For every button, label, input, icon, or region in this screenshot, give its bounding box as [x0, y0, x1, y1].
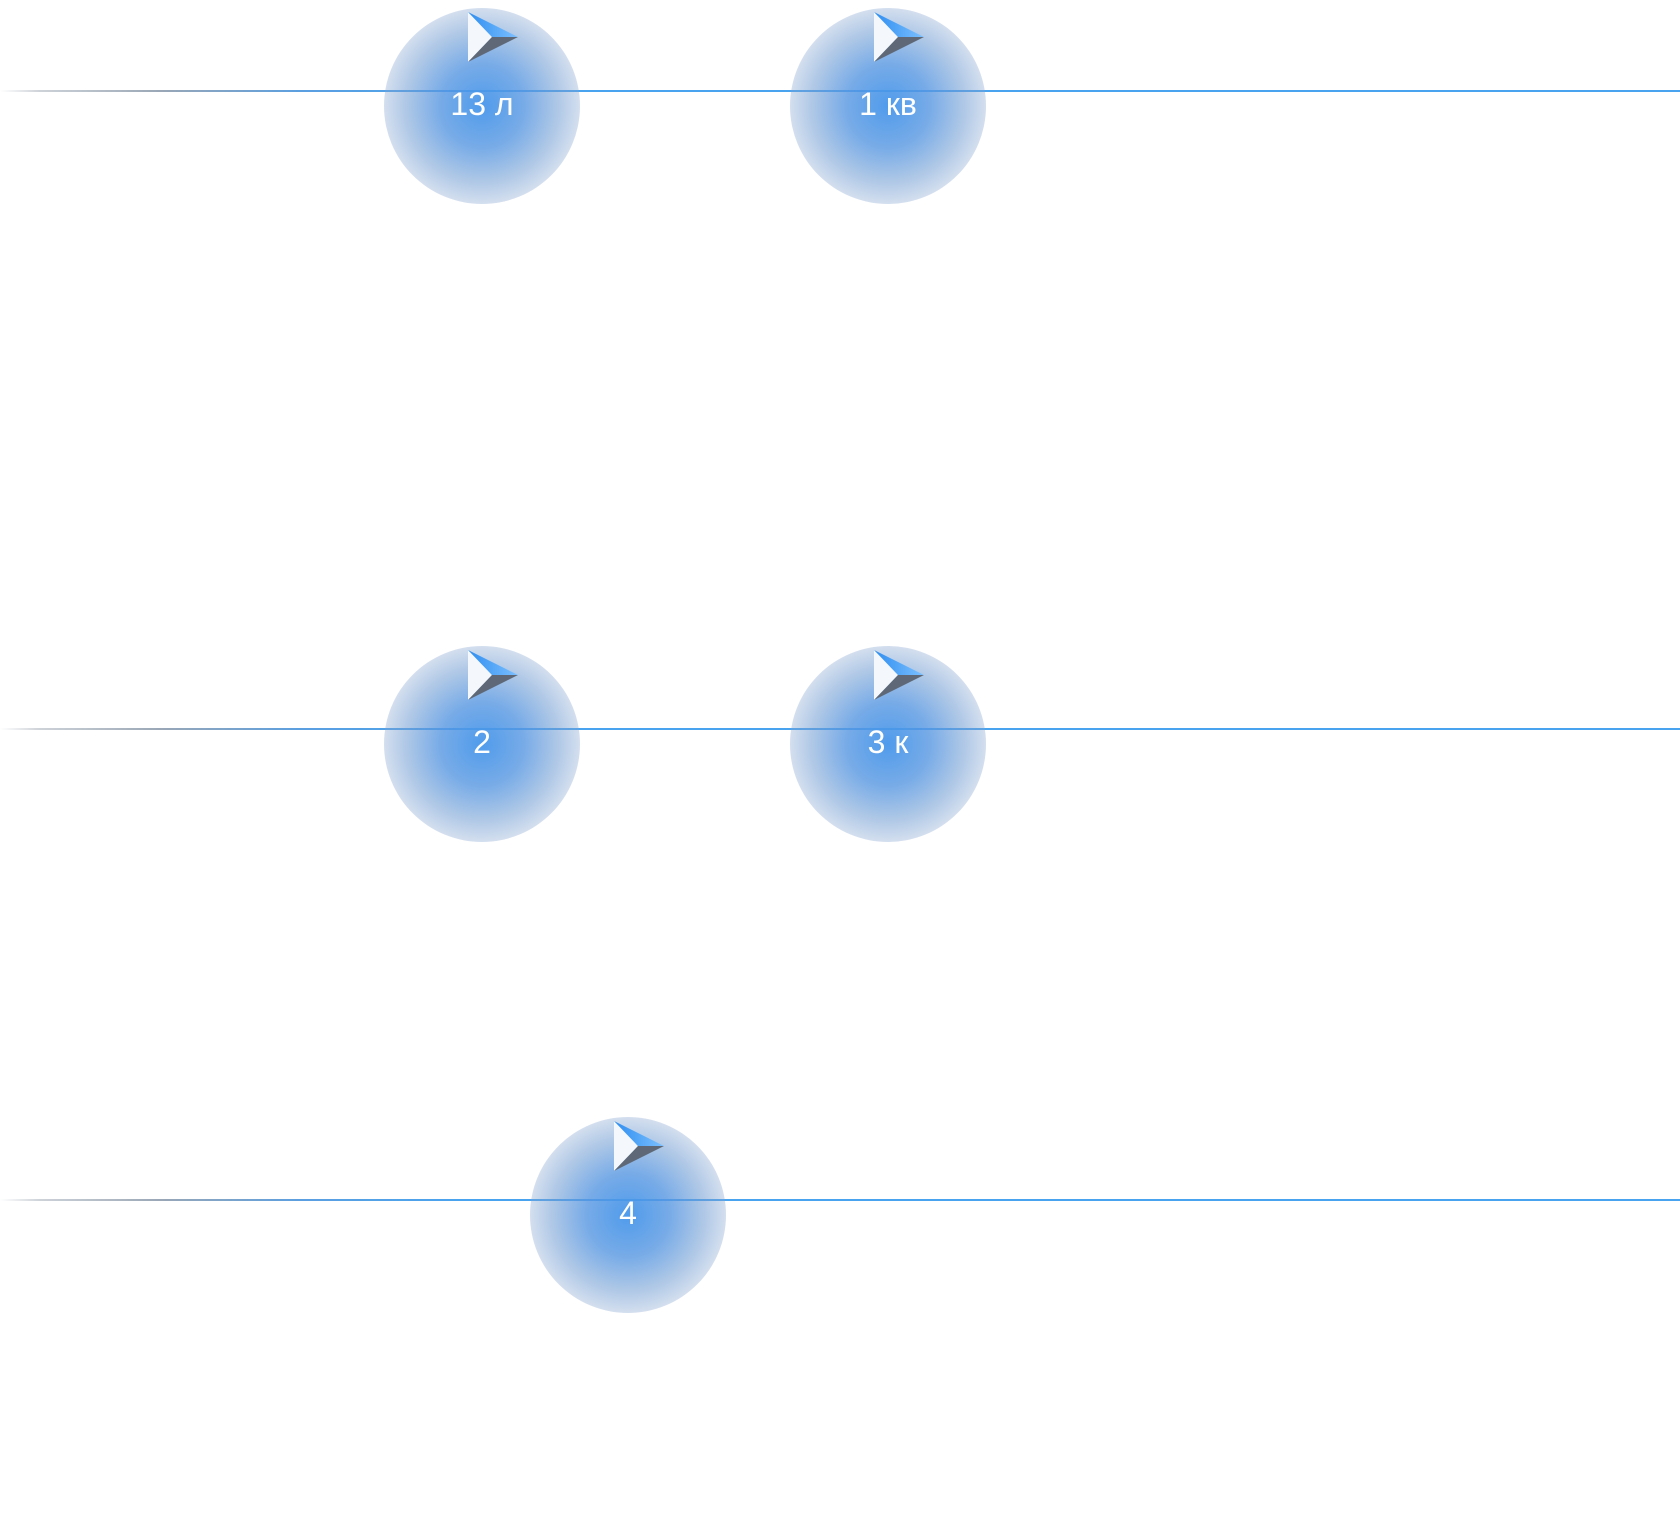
play-arrow-icon [468, 650, 518, 700]
timeline-marker[interactable]: 13 л [384, 8, 580, 204]
marker-label: 13 л [450, 86, 514, 122]
play-arrow-icon [614, 1121, 664, 1171]
play-arrow-icon [468, 12, 518, 62]
timeline-marker[interactable]: 4 [530, 1117, 726, 1313]
timeline-marker[interactable]: 1 кв [790, 8, 986, 204]
marker-label: 1 кв [859, 86, 917, 122]
timeline-marker[interactable]: 2 [384, 646, 580, 842]
marker-label: 3 к [867, 724, 909, 760]
marker-label: 4 [619, 1195, 637, 1231]
play-arrow-icon [874, 650, 924, 700]
timeline-marker[interactable]: 3 к [790, 646, 986, 842]
play-arrow-icon [874, 12, 924, 62]
marker-label: 2 [473, 724, 491, 760]
timeline-line [0, 1199, 1680, 1201]
